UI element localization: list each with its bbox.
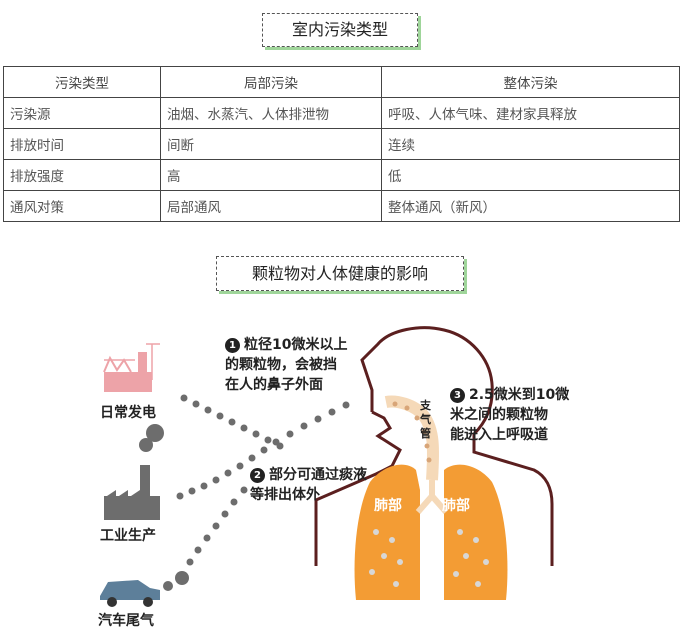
table-header-cell: 整体污染 [381, 66, 680, 98]
section-title-particulate-health: 颗粒物对人体健康的影响 [216, 256, 464, 291]
number-badge: 3 [450, 388, 465, 403]
table-row: 通风对策 局部通风 整体通风（新风） [3, 190, 680, 222]
number-badge: 1 [225, 338, 240, 353]
table-header-cell: 局部污染 [160, 66, 382, 98]
particle-stream-dots [176, 394, 350, 566]
table-cell: 污染源 [3, 97, 161, 129]
table-row: 排放强度 高 低 [3, 159, 680, 191]
table-row: 排放时间 间断 连续 [3, 128, 680, 160]
table-cell: 低 [381, 159, 680, 191]
pollution-type-table: 污染类型 局部污染 整体污染 污染源 油烟、水蒸汽、人体排泄物 呼吸、人体气味、… [3, 66, 680, 222]
table-header-cell: 污染类型 [3, 66, 161, 98]
trachea-label: 支气管 [420, 399, 431, 440]
source-label-industry: 工业生产 [100, 528, 156, 544]
table-cell: 连续 [381, 128, 680, 160]
lungs-icon [354, 464, 508, 600]
source-label-power: 日常发电 [100, 405, 156, 421]
table-cell: 排放时间 [3, 128, 161, 160]
factory-icon [104, 424, 164, 520]
number-badge: 2 [250, 468, 265, 483]
table-cell: 呼吸、人体气味、建材家具释放 [381, 97, 680, 129]
figure-graphic [100, 326, 554, 607]
car-icon [100, 571, 189, 607]
table-cell: 高 [160, 159, 382, 191]
table-row: 污染源 油烟、水蒸汽、人体排泄物 呼吸、人体气味、建材家具释放 [3, 97, 680, 129]
table-header-row: 污染类型 局部污染 整体污染 [3, 66, 680, 98]
human-silhouette-icon [314, 326, 554, 566]
lung-label-left: 肺部 [374, 498, 402, 514]
section-title-indoor-pollution: 室内污染类型 [262, 13, 418, 47]
lung-label-right: 肺部 [442, 498, 470, 514]
table-cell: 排放强度 [3, 159, 161, 191]
table-cell: 整体通风（新风） [381, 190, 680, 222]
table-cell: 油烟、水蒸汽、人体排泄物 [160, 97, 382, 129]
source-label-vehicle: 汽车尾气 [98, 613, 154, 629]
table-cell: 间断 [160, 128, 382, 160]
table-cell: 通风对策 [3, 190, 161, 222]
table-cell: 局部通风 [160, 190, 382, 222]
trachea-icon [384, 395, 440, 481]
power-plant-icon [103, 343, 160, 392]
